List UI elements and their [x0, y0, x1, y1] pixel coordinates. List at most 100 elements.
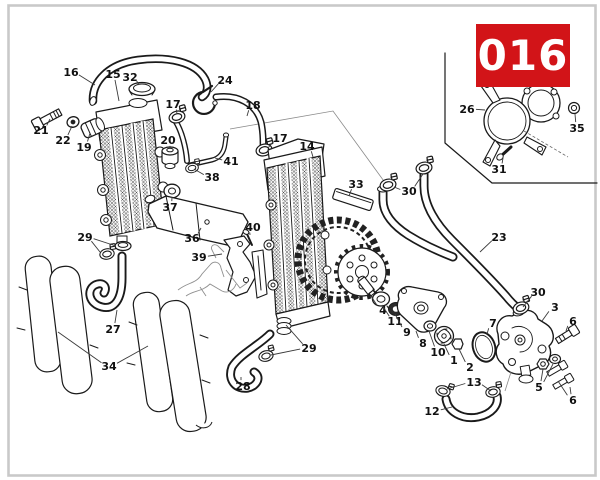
- callout-label: 20: [160, 134, 176, 147]
- callout-label: 27: [105, 323, 120, 336]
- callout-label: 29: [301, 342, 316, 355]
- callout-leader-line: [557, 380, 568, 396]
- callout-label: 26: [459, 103, 475, 116]
- callout-leader-line: [91, 240, 101, 253]
- overflow-pipe-drawing: [187, 132, 230, 168]
- callout-leader-line: [348, 189, 352, 197]
- callout-label: 7: [489, 317, 497, 330]
- callout-leader-line: [458, 348, 466, 363]
- bolt-drawing: [554, 324, 580, 345]
- washer-drawing: [66, 116, 80, 128]
- badge-number: 016: [478, 31, 569, 80]
- callout-leader-line: [246, 110, 250, 117]
- callout-label: 10: [430, 346, 446, 359]
- nut-washer-drawing: [536, 353, 562, 370]
- callout-leader-line: [501, 157, 504, 164]
- callout-leader-line: [87, 132, 91, 142]
- callout-leader-line: [446, 383, 466, 390]
- callout-leader-line: [414, 173, 424, 187]
- callout-label: 29: [77, 231, 92, 244]
- callout-label: 16: [63, 66, 79, 79]
- page-border-frame: [7, 4, 597, 477]
- callout-leader-line: [57, 331, 102, 364]
- callout-leader-line: [475, 108, 486, 111]
- callout-leader-line: [175, 109, 178, 115]
- callout-leader-line: [267, 141, 274, 149]
- callout-leader-line: [394, 313, 403, 328]
- inset-frame: [444, 52, 598, 184]
- hose-clamp-drawing: [413, 155, 437, 176]
- callout-leader-line: [310, 151, 314, 158]
- callout-label: 14: [299, 140, 315, 153]
- callout-label: 11: [387, 315, 402, 328]
- callout-leader-line: [136, 80, 140, 86]
- impeller-drawing: [433, 325, 455, 347]
- callout-label: 37: [162, 201, 177, 214]
- callout-label: 17: [165, 98, 180, 111]
- callout-label: 15: [105, 68, 120, 81]
- callout-leader-line: [197, 227, 202, 234]
- callout-leader-line: [67, 125, 73, 136]
- callout-leader-line: [486, 328, 490, 335]
- callout-label: 38: [204, 171, 219, 184]
- callout-label: 5: [535, 381, 543, 394]
- callout-label: 2: [466, 361, 474, 374]
- callout-leader-line: [116, 345, 149, 364]
- rubber-bushing-drawing: [80, 117, 106, 139]
- rubber-mount-drawing: [161, 146, 179, 170]
- callout-leader-line: [114, 309, 118, 324]
- ghost-part-sketch: [177, 244, 248, 297]
- callout-label: 8: [419, 337, 427, 350]
- callout-label: 18: [245, 99, 260, 112]
- callout-label: 13: [466, 376, 481, 389]
- page-number-badge: 016: [476, 24, 570, 87]
- pump-cover-inset-drawing: [521, 83, 561, 123]
- callout-leader-line: [114, 79, 120, 102]
- small-seal-drawing: [423, 320, 437, 332]
- right-radiator-drawing: [263, 138, 332, 330]
- callout-label: 6: [569, 394, 577, 407]
- callout-leader-line: [522, 295, 532, 308]
- inset-nut-drawing: [567, 101, 581, 115]
- left-radiator-drawing: [94, 98, 169, 246]
- callout-label: 34: [101, 360, 117, 373]
- callout-leader-line: [479, 240, 493, 253]
- bolt-drawing: [30, 108, 63, 132]
- callout-label: 36: [184, 232, 200, 245]
- outlet-grommet-drawing: [276, 317, 292, 335]
- callout-leader-line: [543, 363, 554, 383]
- callout-leader-line: [540, 368, 544, 382]
- callout-leader-line: [381, 304, 390, 317]
- retaining-clip-drawing: [191, 84, 218, 115]
- bracket-drawing: [223, 235, 268, 299]
- callout-label: 24: [217, 74, 233, 87]
- badge-background: [476, 24, 570, 87]
- callout-label: 3: [551, 301, 559, 314]
- callout-leader-line: [193, 168, 205, 175]
- callout-leader-line: [565, 325, 569, 332]
- callout-label: 21: [33, 124, 48, 137]
- callout-leader-line: [443, 343, 450, 356]
- pump-hose-drawing: [441, 391, 502, 423]
- pump-inner-cover-drawing: [396, 285, 448, 333]
- callout-label: 12: [424, 405, 439, 418]
- callout-leader-line: [440, 406, 453, 411]
- o-ring-drawing: [471, 331, 497, 363]
- callout-leader-line: [78, 74, 96, 86]
- inset-bolt-drawing: [496, 145, 513, 161]
- radiator-cap-drawing: [128, 81, 156, 97]
- impeller-nut-drawing: [451, 338, 464, 350]
- callout-label: 41: [223, 155, 238, 168]
- callout-label: 28: [235, 380, 250, 393]
- callout-label: 6: [569, 315, 577, 328]
- callout-label: 9: [403, 326, 411, 339]
- callout-label: 23: [491, 231, 506, 244]
- callout-label: 4: [379, 304, 387, 317]
- expansion-tank-drawing: [144, 194, 249, 248]
- callout-label: 33: [348, 178, 363, 191]
- pump-housing-drawing: [495, 307, 554, 392]
- callout-leader-line: [214, 157, 223, 161]
